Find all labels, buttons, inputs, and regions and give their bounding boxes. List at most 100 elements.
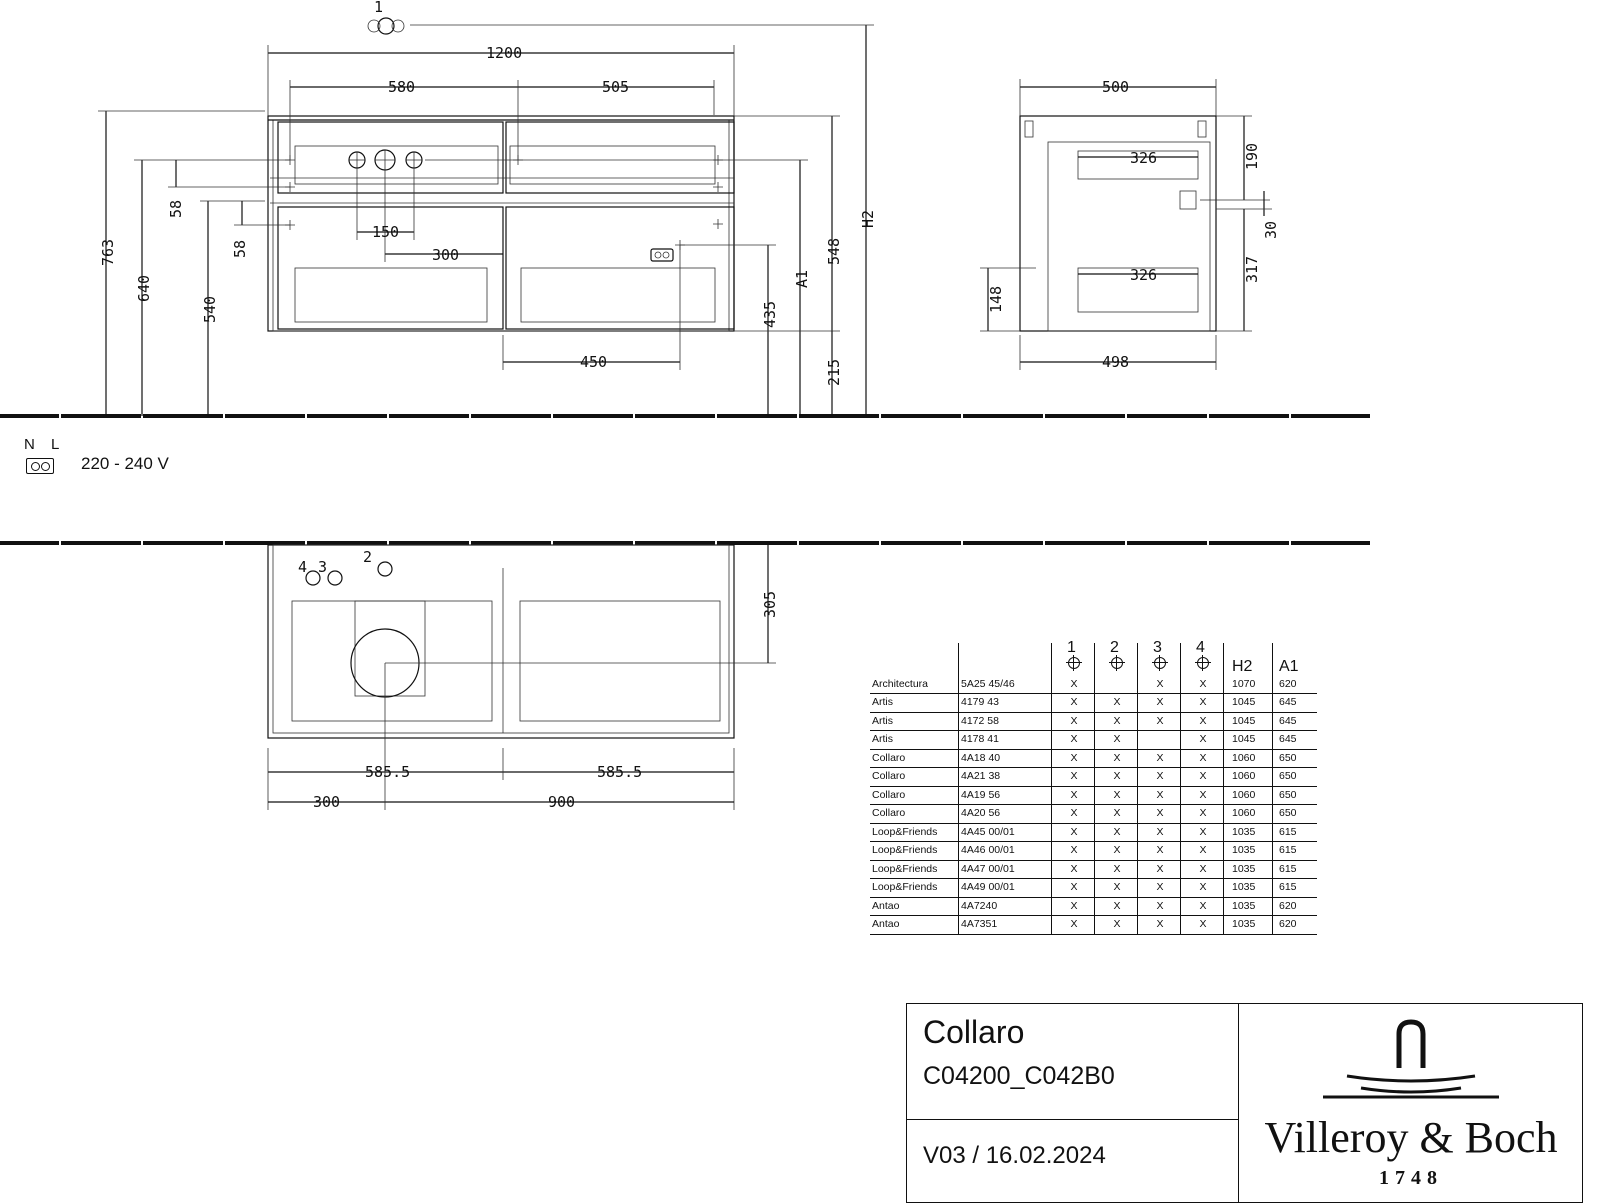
dim-front-300: 300	[432, 246, 459, 264]
valve-4-cell: X	[1180, 693, 1224, 713]
valve-3-cell: X	[1137, 767, 1181, 787]
h2-value: 1045	[1223, 712, 1273, 731]
valve-2-cell: X	[1094, 730, 1138, 750]
floor-line-upper	[0, 413, 1370, 419]
model-name: Antao	[870, 915, 959, 935]
model-code: 4179 43	[958, 693, 1052, 713]
valve-1-cell: X	[1051, 767, 1095, 787]
model-code: 4A47 00/01	[958, 860, 1052, 879]
dim-front-215: 215	[825, 359, 843, 386]
valve-3-cell: X	[1137, 786, 1181, 805]
version-date: V03 / 16.02.2024	[923, 1142, 1106, 1169]
valve-2-cell: X	[1094, 786, 1138, 805]
valve-2-cell: X	[1094, 860, 1138, 879]
valve-2-cell: X	[1094, 749, 1138, 768]
valve-2-cell: X	[1094, 823, 1138, 842]
dim-side-326-lower: 326	[1130, 266, 1157, 284]
model-code: 4A19 56	[958, 786, 1052, 805]
dim-front-a1: A1	[793, 270, 811, 288]
valve-2-cell: X	[1094, 712, 1138, 731]
valve-3-cell: X	[1137, 841, 1181, 861]
valve-2-cell	[1094, 675, 1138, 694]
h2-value: 1035	[1223, 897, 1273, 916]
valve-4-cell: X	[1180, 675, 1224, 694]
model-name: Loop&Friends	[870, 841, 959, 861]
valve-1-cell: X	[1051, 675, 1095, 694]
front-view	[98, 17, 874, 416]
h2-value: 1035	[1223, 915, 1273, 935]
valve-1-cell: X	[1051, 693, 1095, 713]
brand-name: Villeroy & Boch	[1264, 1113, 1558, 1162]
model-code: 4A46 00/01	[958, 841, 1052, 861]
valve-1-cell: X	[1051, 730, 1095, 750]
valve-3-cell: X	[1137, 878, 1181, 898]
socket-icon	[26, 458, 54, 474]
valve-1-cell: X	[1051, 860, 1095, 879]
model-code: 4A7351	[958, 915, 1052, 935]
h2-value: 1035	[1223, 860, 1273, 879]
model-name: Collaro	[870, 786, 959, 805]
callout-3: 3	[318, 558, 327, 576]
valve-1-cell: X	[1051, 712, 1095, 731]
model-name: Artis	[870, 712, 959, 731]
a1-value: 620	[1272, 897, 1317, 916]
dim-top-585-left: 585.5	[365, 763, 410, 781]
h2-value: 1035	[1223, 823, 1273, 842]
header-h2: H2	[1223, 643, 1273, 676]
a1-value: 650	[1272, 804, 1317, 824]
dim-top-900: 900	[548, 793, 575, 811]
dim-front-540: 540	[201, 296, 219, 323]
model-name: Loop&Friends	[870, 860, 959, 879]
valve-3-cell: X	[1137, 712, 1181, 731]
side-view	[980, 79, 1272, 370]
h2-value: 1060	[1223, 749, 1273, 768]
dim-side-317: 317	[1243, 256, 1261, 283]
model-code: 4178 41	[958, 730, 1052, 750]
model-name: Architectura	[870, 675, 959, 694]
model-name: Antao	[870, 897, 959, 916]
brand-year: 1748	[1379, 1167, 1443, 1189]
h2-value: 1035	[1223, 841, 1273, 861]
valve-3-cell: X	[1137, 915, 1181, 935]
valve-4-cell: X	[1180, 804, 1224, 824]
dim-front-640: 640	[135, 275, 153, 302]
valve-2-cell: X	[1094, 897, 1138, 916]
valve-4-icon: 4	[1195, 639, 1211, 671]
valve-4-cell: X	[1180, 823, 1224, 842]
dim-side-326-upper: 326	[1130, 149, 1157, 167]
valve-3-icon: 3	[1152, 639, 1168, 671]
dim-front-505: 505	[602, 78, 629, 96]
a1-value: 620	[1272, 675, 1317, 694]
valve-2-cell: X	[1094, 841, 1138, 861]
valve-1-cell: X	[1051, 841, 1095, 861]
a1-value: 645	[1272, 712, 1317, 731]
model-name: Loop&Friends	[870, 823, 959, 842]
valve-4-cell: X	[1180, 841, 1224, 861]
valve-2-cell: X	[1094, 915, 1138, 935]
power-supply-legend: N L 220 - 240 V	[24, 436, 224, 486]
valve-2-cell: X	[1094, 804, 1138, 824]
header-a1: A1	[1272, 643, 1317, 676]
h2-value: 1035	[1223, 878, 1273, 898]
valve-1-cell: X	[1051, 786, 1095, 805]
valve-4-cell: X	[1180, 860, 1224, 879]
a1-value: 615	[1272, 841, 1317, 861]
table-header: 1 2 3 4 H2 A1	[870, 639, 1317, 676]
valve-1-cell: X	[1051, 749, 1095, 768]
model-name: Collaro	[870, 804, 959, 824]
valve-3-cell	[1137, 730, 1181, 750]
h2-value: 1070	[1223, 675, 1273, 694]
dim-front-58-lower: 58	[231, 240, 249, 258]
